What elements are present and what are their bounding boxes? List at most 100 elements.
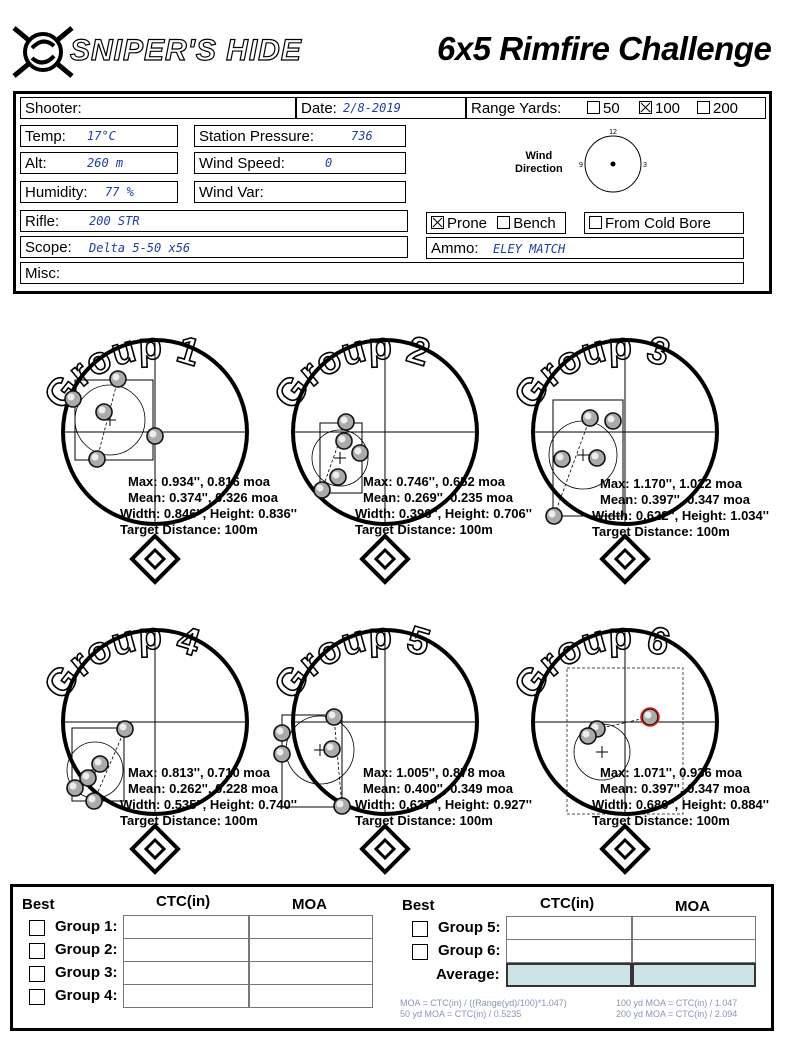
shot-hole — [335, 432, 353, 450]
shot-highlight — [338, 435, 346, 443]
scope-field[interactable]: Scope: Delta 5-50 x56 — [20, 236, 408, 258]
group-bounding-box — [71, 727, 125, 802]
stat-mean: Mean: 0.397'', 0.347 moa — [600, 492, 750, 507]
group-3-moa-cell[interactable] — [249, 961, 373, 985]
ammo-field[interactable]: Ammo: ELEY MATCH — [426, 237, 744, 259]
cold-bore-field[interactable]: From Cold Bore — [584, 212, 744, 234]
shot-hole — [553, 450, 571, 468]
group-3-checkbox[interactable] — [29, 966, 45, 982]
shot-hole — [88, 450, 106, 468]
group-5-checkbox[interactable] — [412, 921, 428, 937]
group-6-moa-cell[interactable] — [632, 939, 756, 963]
group-1-checkbox[interactable] — [29, 920, 45, 936]
stat-wh: Width: 0.396'', Height: 0.706'' — [355, 506, 532, 521]
shot-hole — [79, 769, 97, 787]
best-label-right: Best — [402, 897, 435, 914]
humidity-value: 77 % — [105, 185, 134, 199]
shot-highlight — [556, 453, 564, 461]
date-label: Date: — [301, 100, 337, 117]
alt-label: Alt: — [25, 155, 47, 172]
wind-speed-label: Wind Speed: — [199, 155, 285, 172]
formula-200yd: 200 yd MOA = CTC(in) / 2.094 — [616, 1009, 738, 1019]
group-4-moa-cell[interactable] — [249, 984, 373, 1008]
diamond-aim-mark — [129, 533, 181, 585]
best-label-left: Best — [22, 896, 55, 913]
alt-field[interactable]: Alt: 260 m — [20, 152, 178, 174]
shot-hole — [91, 755, 109, 773]
humidity-field[interactable]: Humidity: 77 % — [20, 181, 178, 203]
bench-checkbox[interactable]: Bench — [497, 215, 556, 232]
stat-wh: Width: 0.637'', Height: 0.927'' — [355, 797, 532, 812]
shot-highlight — [112, 373, 120, 381]
wind-speed-field[interactable]: Wind Speed: 0 — [194, 152, 406, 174]
group-1-moa-cell[interactable] — [249, 915, 373, 939]
ctc-header-right: CTC(in) — [540, 895, 595, 912]
extreme-spread-line — [596, 716, 651, 730]
group-2-moa-cell[interactable] — [249, 938, 373, 962]
shot-hole — [333, 797, 351, 815]
shot-highlight — [67, 393, 75, 401]
average-label: Average: — [436, 966, 500, 983]
ammo-value: ELEY MATCH — [493, 242, 566, 256]
wind-speed-value: 0 — [325, 156, 333, 170]
group-4-checkbox[interactable] — [29, 989, 45, 1005]
shot-hole — [581, 409, 599, 427]
moa-header-right: MOA — [675, 898, 710, 915]
group-title: Group 3 — [506, 326, 675, 417]
shot-highlight — [276, 727, 284, 735]
shot-hole — [579, 727, 597, 745]
group-6-checkbox[interactable] — [412, 944, 428, 960]
alt-value: 260 m — [87, 156, 124, 170]
group-5-ctc-cell[interactable] — [506, 916, 632, 940]
shooter-field[interactable]: Shooter: — [20, 97, 296, 119]
stat-mean: Mean: 0.374'', 0.326 moa — [128, 490, 278, 505]
group-1-ctc-cell[interactable] — [123, 915, 249, 939]
logo: SNIPER'S HIDE — [8, 22, 378, 82]
cold-bore-label: From Cold Bore — [605, 215, 711, 232]
rifle-label: Rifle: — [25, 213, 60, 230]
shot-hole — [313, 481, 331, 499]
shot-highlight — [69, 782, 77, 790]
range-option-50[interactable]: 50 — [587, 100, 620, 117]
average-moa-cell[interactable] — [632, 963, 756, 987]
diamond-aim-inner — [613, 547, 637, 571]
range-option-100[interactable]: 100 — [639, 100, 680, 117]
date-field[interactable]: Date: 2/8-2019 — [296, 97, 466, 119]
group-4-ctc-cell[interactable] — [123, 984, 249, 1008]
range-option-200[interactable]: 200 — [697, 100, 738, 117]
moa-header-left: MOA — [292, 896, 327, 913]
page-title: 6x5 Rimfire Challenge — [437, 30, 772, 67]
wind-var-label: Wind Var: — [199, 184, 264, 201]
wind-direction-clock[interactable]: 12 3 9 — [573, 124, 653, 204]
diamond-aim-mark — [599, 823, 651, 875]
group-6-ctc-cell[interactable] — [506, 939, 632, 963]
formula-moa: MOA = CTC(in) / ((Range(yd)/100)*1.047) — [400, 998, 567, 1008]
shot-highlight — [326, 743, 334, 751]
ctc-header-left: CTC(in) — [156, 893, 211, 910]
pressure-value: 736 — [351, 129, 373, 143]
group-bounding-box — [74, 379, 154, 461]
group-2-ctc-cell[interactable] — [123, 938, 249, 962]
humidity-label: Humidity: — [25, 184, 88, 201]
shot-highlight — [582, 730, 590, 738]
stat-wh: Width: 0.622'', Height: 1.034'' — [592, 508, 769, 523]
temp-field[interactable]: Temp: 17°C — [20, 125, 178, 147]
formula-100yd: 100 yd MOA = CTC(in) / 1.047 — [616, 998, 738, 1008]
station-pressure-field[interactable]: Station Pressure: 736 — [194, 125, 406, 147]
shot-highlight — [91, 453, 99, 461]
group-5-moa-cell[interactable] — [632, 916, 756, 940]
wind-var-field[interactable]: Wind Var: — [194, 181, 406, 203]
extreme-spread-line — [321, 421, 347, 491]
misc-field[interactable]: Misc: — [20, 262, 744, 284]
group-3-ctc-cell[interactable] — [123, 961, 249, 985]
shot-highlight — [548, 510, 556, 518]
group-2-checkbox[interactable] — [29, 943, 45, 959]
shot-hole — [116, 720, 134, 738]
average-ctc-cell[interactable] — [506, 963, 632, 987]
summary-table — [10, 884, 774, 1031]
prone-checkbox[interactable]: Prone — [431, 215, 487, 232]
group-3-label: Group 3: — [55, 964, 118, 981]
rifle-field[interactable]: Rifle: 200 STR — [20, 210, 408, 232]
